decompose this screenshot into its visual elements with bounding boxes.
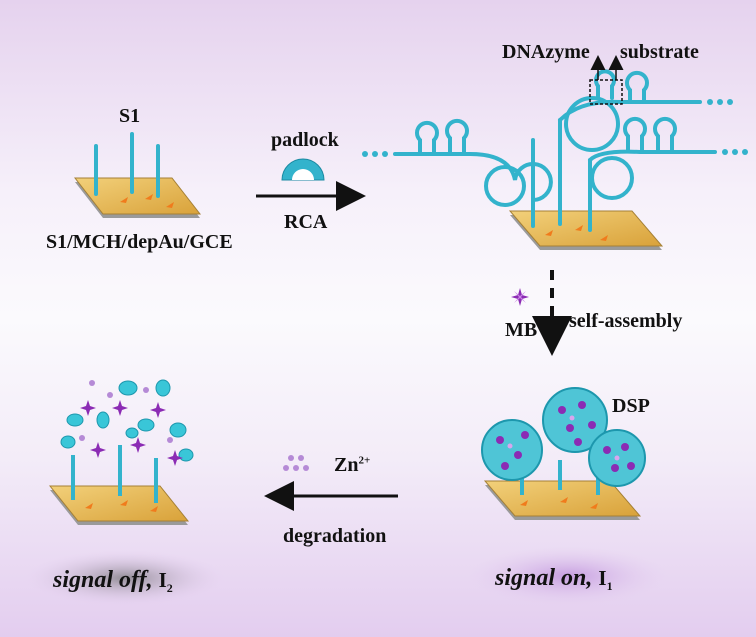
mb-label: MB — [505, 319, 538, 341]
dnazyme-pointer — [589, 55, 624, 105]
padlock-label: padlock — [271, 129, 339, 151]
electrode-label: S1/MCH/depAu/GCE — [46, 231, 233, 253]
zn-text: Zn — [334, 454, 359, 476]
substrate-label: substrate — [620, 41, 699, 63]
signal-off-comma: , — [146, 567, 153, 593]
current-index-1: 1 — [606, 579, 613, 594]
zn-ions-icon — [283, 455, 309, 471]
electrode-4 — [48, 445, 190, 525]
signal-off-current: I2 — [158, 568, 173, 596]
signal-on-current: I1 — [598, 566, 613, 594]
signal-off-text: signal off — [53, 567, 147, 593]
rca-label: RCA — [284, 211, 328, 233]
strand-continuation-dots — [362, 99, 748, 157]
zn-label: Zn2+ — [334, 455, 370, 475]
signal-off-glow — [25, 550, 225, 606]
signal-on-comma: , — [586, 565, 593, 591]
self-assembly-label: self-assembly — [569, 310, 683, 332]
current-symbol-2: I — [158, 568, 167, 592]
s1-label: S1 — [119, 105, 141, 127]
dsp-spheres — [481, 387, 646, 487]
signal-on-glow — [468, 546, 668, 606]
current-index-2: 2 — [166, 581, 173, 596]
signal-on-text: signal on — [495, 565, 587, 591]
signal-off-label: signal off, I2 — [53, 568, 173, 594]
electrode-3 — [483, 460, 642, 520]
current-symbol-1: I — [598, 566, 607, 590]
degradation-label: degradation — [283, 525, 387, 547]
electrode-2 — [508, 210, 664, 250]
mb-star-icon — [511, 288, 529, 306]
padlock-icon — [281, 158, 325, 181]
dnazyme-label: DNAzyme — [502, 41, 590, 63]
s1-probes — [94, 132, 160, 198]
electrode-1 — [73, 132, 202, 218]
rca-product — [393, 69, 717, 232]
dsp-label: DSP — [612, 395, 650, 417]
signal-on-label: signal on, I1 — [495, 566, 613, 592]
zn-charge: 2+ — [358, 454, 371, 467]
degraded-fragments — [60, 379, 194, 466]
